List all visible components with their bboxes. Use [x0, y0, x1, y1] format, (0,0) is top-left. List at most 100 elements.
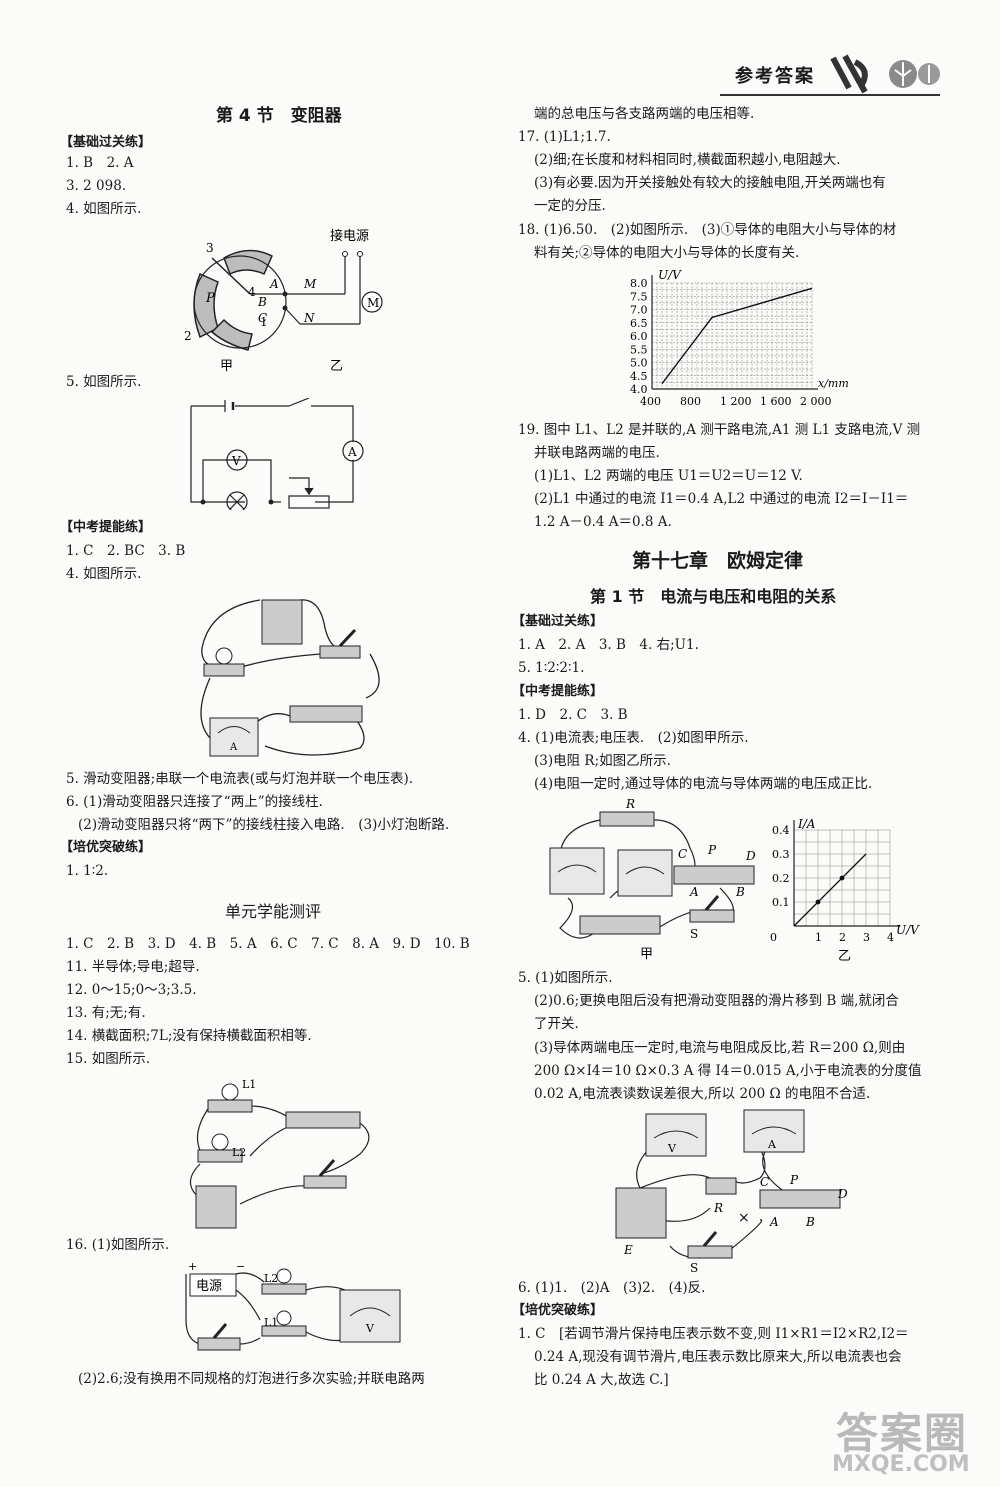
answer-line: 1. B 2. A [66, 155, 134, 171]
voltmeter-icon [617, 849, 673, 897]
y-tick-label: 5.0 [630, 357, 648, 370]
tag-basic: 【基础过关练】 [512, 614, 604, 629]
y-tick-label: 8.0 [630, 277, 648, 290]
answer-line: 比 0.24 A 大,故选 C.] [534, 1372, 669, 1388]
coil-segment [210, 318, 253, 351]
tag-adv: 【培优突破练】 [512, 1303, 604, 1318]
answer-line: 一定的分压. [534, 198, 606, 214]
svg-text:1: 1 [260, 315, 268, 329]
series-line [661, 287, 813, 385]
answer-line: 3. 2 098. [66, 178, 127, 194]
fig16-l2: L2 [264, 1272, 278, 1285]
fig16-meter: V [365, 1322, 375, 1335]
rheostat-icon [285, 1111, 361, 1129]
battery-icon [195, 1185, 237, 1229]
svg-text:4: 4 [248, 285, 256, 299]
fig4r-caption-a: 甲 [640, 947, 653, 960]
answer-line: 14. 横截面积;7L;没有保持横截面积相等. [66, 1028, 312, 1044]
svg-text:P: P [789, 1173, 799, 1187]
answer-line: 1. C 2. BC 3. B [66, 543, 186, 559]
power-source-box [189, 1273, 237, 1297]
x-axis-label: x/mm [818, 377, 849, 390]
answer-line: 4. (1)电流表;电压表. (2)如图甲所示. [518, 730, 749, 746]
x-tick-label: 1 200 [720, 395, 752, 408]
answer-line: 17. (1)L1;1.7. [518, 129, 611, 145]
answer-line: (1)L1、L2 两端的电压 U1＝U2＝U＝12 V. [534, 468, 803, 484]
figure-rheostat: M 接电源 3 P 4 A B C M N 1 2 甲 乙 [184, 228, 383, 372]
y-tick-label: 0.4 [772, 824, 790, 837]
x-tick-label: 3 [863, 931, 870, 944]
answer-line: 了开关. [534, 1016, 579, 1032]
lamp-l1-base [207, 1099, 253, 1113]
svg-text:+: + [188, 1260, 197, 1273]
figure-voltage-circuit: 电源 + − V L2 L1 [185, 1260, 401, 1351]
svg-text:3: 3 [206, 241, 214, 255]
tag-mid: 【中考提能练】 [512, 684, 604, 699]
unit-test-title: 单元学能测评 [225, 902, 322, 921]
figure-parallel-lamps: L1 L2 [189, 1078, 370, 1229]
fig5r-meter-v: V [667, 1142, 677, 1155]
answer-line: (3)电阻 R;如图乙所示. [534, 753, 671, 769]
y-axis-label: U/V [658, 268, 682, 282]
rheostat-icon [759, 1189, 841, 1209]
answer-line: (2)L1 中通过的电流 I1＝0.4 A,L2 中通过的电流 I2＝I－I1＝ [534, 491, 909, 507]
chapter-17-title: 第十七章 欧姆定律 [632, 550, 804, 572]
answer-line: 12. 0～15;0～3;3.5. [66, 982, 197, 998]
y-tick-label: 4.5 [630, 370, 648, 383]
x-tick-label: 400 [640, 395, 661, 408]
answer-line: 1. 1∶2. [66, 863, 109, 879]
coil-segment [223, 249, 273, 276]
answer-line: 16. (1)如图所示. [66, 1237, 170, 1253]
switch-icon [303, 1175, 347, 1189]
battery-icon [579, 915, 661, 935]
x-tick-label: 800 [680, 395, 701, 408]
x-tick-label: 1 600 [760, 395, 792, 408]
svg-text:A: A [269, 277, 279, 291]
resistor-r-icon [599, 811, 655, 827]
answer-line: 4. 如图所示. [66, 201, 142, 217]
figure-circuit-schematic: V A [190, 398, 364, 510]
y-tick-label: 7.5 [630, 290, 648, 303]
battery-icon [615, 1187, 667, 1239]
figure-ohm-circuit-a: R C P D A B S 甲 [549, 798, 756, 960]
y-tick-label: 0.1 [772, 896, 790, 909]
svg-text:B: B [805, 1215, 815, 1229]
voltmeter-icon [645, 1113, 707, 1157]
figure-ohm-circuit-b: V A C P D R A B E S × [615, 1109, 848, 1275]
switch-icon [687, 1245, 733, 1259]
y-tick-label: 4.0 [630, 383, 648, 396]
fig16-source: 电源 [196, 1279, 222, 1294]
answer-line: (2)2.6;没有换用不同规格的灯泡进行多次实验;并联电路两 [78, 1371, 425, 1387]
tag-adv: 【培优突破练】 [60, 840, 152, 855]
answer-line: 0.24 A,现没有调节滑片,电压表示数比原来大,所以电流表也会 [534, 1349, 902, 1365]
answer-line: 19. 图中 L1、L2 是并联的,A 测干路电流,A1 测 L1 支路电流,V… [518, 422, 921, 438]
ammeter-icon [549, 847, 605, 895]
answer-line: (4)电阻一定时,通过导体的电流与导体两端的电压成正比. [534, 776, 873, 792]
watermark-logo: 答案圈 [836, 1409, 969, 1458]
svg-text:−: − [236, 1260, 245, 1273]
switch-icon [197, 1337, 241, 1351]
watermark-url: MXQE.COM [832, 1452, 970, 1477]
svg-text:P: P [707, 843, 717, 857]
tag-basic: 【基础过关练】 [60, 135, 152, 150]
answer-line: 200 Ω×I4＝10 Ω×0.3 A 得 I4＝0.015 A,小于电流表的分… [534, 1063, 922, 1079]
svg-text:S: S [690, 1261, 698, 1275]
answer-line: 1. A 2. A 3. B 4. 右;U1. [518, 637, 699, 653]
switch-icon [689, 909, 735, 923]
answer-line: 18. (1)6.50. (2)如图所示. (3)①导体的电阻大小与导体的材 [518, 222, 897, 238]
resistor-r-icon [705, 1177, 737, 1195]
svg-text:N: N [303, 311, 315, 325]
battery-icon [261, 599, 303, 645]
ammeter-icon [209, 717, 259, 757]
svg-text:2: 2 [184, 329, 192, 343]
answer-line: 并联电路两端的电压. [534, 445, 660, 461]
svg-text:M: M [367, 296, 379, 310]
answer-line: 5. 如图所示. [66, 374, 142, 390]
answer-line: 13. 有;无;有. [66, 1005, 146, 1021]
answer-line: (2)滑动变阻器只将“两下”的接线柱接入电路. (3)小灯泡断路. [78, 817, 450, 833]
lamp-l1-base [261, 1325, 307, 1337]
x-tick-label: 0 [770, 931, 777, 944]
ammeter-icon [743, 1109, 805, 1153]
answer-line: 5. 1∶2∶2∶1. [518, 660, 585, 676]
